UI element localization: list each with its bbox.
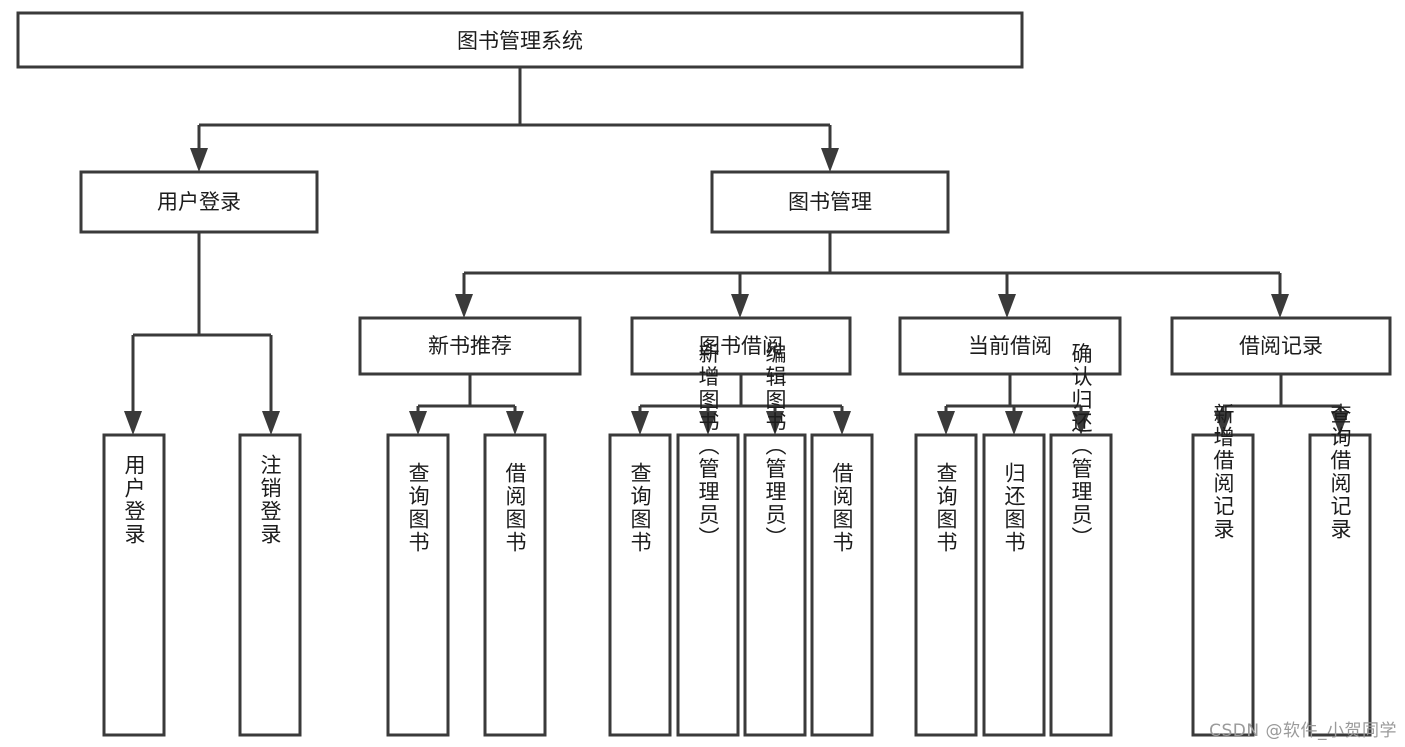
node-bb-query-book-box bbox=[608, 433, 672, 737]
node-bb-borrow-book-label: 借阅图书 bbox=[830, 462, 854, 554]
arrow-icon-bm-borrow-record bbox=[1271, 294, 1289, 318]
node-user-login-box bbox=[79, 170, 319, 234]
node-br-query-record[interactable]: 查询借阅记录 bbox=[1308, 403, 1372, 737]
node-br-query-record-box bbox=[1308, 433, 1372, 737]
node-book-management-box bbox=[710, 170, 950, 234]
node-br-add-record-box bbox=[1191, 433, 1255, 737]
arrow-icon-bm-current-borrow bbox=[998, 294, 1016, 318]
node-book-management[interactable]: 图书管理 bbox=[710, 170, 950, 234]
node-user-login-leaf[interactable]: 用户登录 bbox=[102, 433, 166, 737]
arrow-icon-user-login-leaf2 bbox=[262, 411, 280, 435]
node-bb-edit-book-box bbox=[743, 433, 807, 737]
node-borrow-record[interactable]: 借阅记录 bbox=[1170, 316, 1392, 376]
node-bb-add-book[interactable]: 新增图书（管理员） bbox=[676, 343, 740, 737]
arrow-icon-nbr-leaf1 bbox=[409, 411, 427, 435]
node-user-logout-leaf[interactable]: 注销登录 bbox=[238, 433, 302, 737]
arrow-icon-user-login-leaf1 bbox=[124, 411, 142, 435]
node-user-login-leaf-box bbox=[102, 433, 166, 737]
arrow-icon-root-to-book-management bbox=[821, 148, 839, 172]
node-book-borrow-box bbox=[630, 316, 852, 376]
arrow-icon-bm-new-book-recommend bbox=[455, 294, 473, 318]
arrow-icon-cb-leaf2 bbox=[1005, 411, 1023, 435]
connector-layer bbox=[124, 67, 1349, 435]
node-bb-query-book-label: 查询图书 bbox=[628, 462, 652, 554]
node-br-query-record-label: 查询借阅记录 bbox=[1328, 403, 1352, 541]
node-cb-return-book[interactable]: 归还图书 bbox=[982, 433, 1046, 737]
node-current-borrow-label: 当前借阅 bbox=[968, 334, 1052, 358]
node-new-book-recommend-box bbox=[358, 316, 582, 376]
arrow-icon-bb-leaf1 bbox=[631, 411, 649, 435]
node-user-logout-leaf-box bbox=[238, 433, 302, 737]
arrow-icon-bb-leaf4 bbox=[833, 411, 851, 435]
node-nbr-query-book-label: 查询图书 bbox=[406, 462, 430, 554]
node-user-login-leaf-label: 用户登录 bbox=[122, 454, 146, 546]
node-book-management-label: 图书管理 bbox=[788, 190, 872, 214]
node-current-borrow-box bbox=[898, 316, 1122, 376]
node-bb-query-book[interactable]: 查询图书 bbox=[608, 433, 672, 737]
node-nbr-borrow-book-label: 借阅图书 bbox=[503, 462, 527, 554]
node-new-book-recommend-label: 新书推荐 bbox=[428, 334, 512, 358]
node-bb-add-book-label: 新增图书（管理员） bbox=[696, 343, 720, 550]
node-cb-confirm-return[interactable]: 确认归还（管理员） bbox=[1049, 343, 1113, 737]
node-bb-edit-book-label: 编辑图书（管理员） bbox=[763, 343, 787, 550]
node-cb-return-book-label: 归还图书 bbox=[1002, 462, 1026, 554]
node-cb-query-book[interactable]: 查询图书 bbox=[914, 433, 978, 737]
node-nbr-query-book-box bbox=[386, 433, 450, 737]
node-cb-query-book-box bbox=[914, 433, 978, 737]
node-bb-add-book-box bbox=[676, 433, 740, 737]
node-br-add-record-label: 新增借阅记录 bbox=[1211, 403, 1235, 541]
node-current-borrow[interactable]: 当前借阅 bbox=[898, 316, 1122, 376]
node-user-logout-leaf-label: 注销登录 bbox=[258, 454, 282, 546]
node-borrow-record-box bbox=[1170, 316, 1392, 376]
arrow-icon-nbr-leaf2 bbox=[506, 411, 524, 435]
node-borrow-record-label: 借阅记录 bbox=[1239, 334, 1323, 358]
arrow-icon-cb-leaf1 bbox=[937, 411, 955, 435]
node-book-borrow-label: 图书借阅 bbox=[699, 334, 783, 358]
node-cb-confirm-return-label: 确认归还（管理员） bbox=[1069, 343, 1093, 550]
node-root-box bbox=[16, 11, 1024, 69]
node-user-login-label: 用户登录 bbox=[157, 190, 241, 214]
node-new-book-recommend[interactable]: 新书推荐 bbox=[358, 316, 582, 376]
node-user-login[interactable]: 用户登录 bbox=[79, 170, 319, 234]
node-bb-borrow-book[interactable]: 借阅图书 bbox=[810, 433, 874, 737]
arrow-icon-bm-book-borrow bbox=[731, 294, 749, 318]
node-cb-return-book-box bbox=[982, 433, 1046, 737]
node-cb-query-book-label: 查询图书 bbox=[934, 462, 958, 554]
node-book-borrow[interactable]: 图书借阅 bbox=[630, 316, 852, 376]
node-bb-borrow-book-box bbox=[810, 433, 874, 737]
node-root-label: 图书管理系统 bbox=[457, 29, 583, 53]
node-root[interactable]: 图书管理系统 bbox=[16, 11, 1024, 69]
node-nbr-query-book[interactable]: 查询图书 bbox=[386, 433, 450, 737]
node-nbr-borrow-book-box bbox=[483, 433, 547, 737]
node-cb-confirm-return-box bbox=[1049, 433, 1113, 737]
node-nbr-borrow-book[interactable]: 借阅图书 bbox=[483, 433, 547, 737]
node-br-add-record[interactable]: 新增借阅记录 bbox=[1191, 403, 1255, 737]
arrow-icon-root-to-user-login bbox=[190, 148, 208, 172]
node-bb-edit-book[interactable]: 编辑图书（管理员） bbox=[743, 343, 807, 737]
